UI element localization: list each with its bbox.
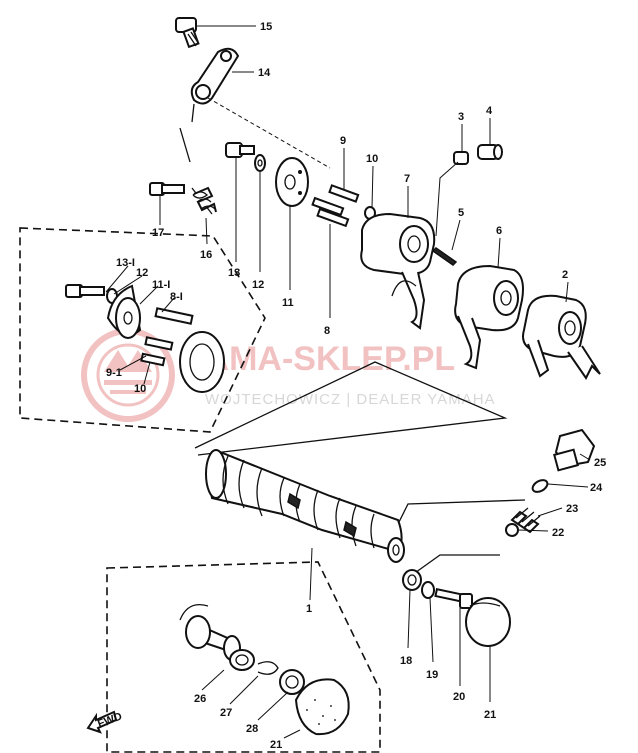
callout-26: 26 (194, 693, 206, 705)
callout-25: 25 (594, 457, 606, 469)
callout-1: 1 (306, 603, 312, 615)
callout-13: 13 (228, 267, 240, 279)
watermark-brand: YAMA-SKLEP.PL (185, 340, 455, 378)
part-21-cap (465, 597, 511, 647)
callout-10: 10 (366, 153, 378, 165)
part-24-gasket (531, 479, 549, 493)
part-6-shift-fork (454, 264, 524, 370)
part-1-shift-cam (205, 449, 405, 563)
part-11-segment-plate (275, 157, 309, 207)
leader-lines (105, 25, 591, 739)
part-4-cap (477, 144, 503, 160)
callout-20: 20 (453, 691, 465, 703)
callout-23: 23 (566, 503, 578, 515)
callout-13-1: 13-I (116, 257, 135, 269)
callout-21: 21 (484, 709, 496, 721)
callout-11-1: 11-I (152, 279, 170, 291)
callout-28: 28 (246, 723, 258, 735)
part-2-shift-fork (522, 294, 601, 380)
callout-7: 7 (404, 173, 410, 185)
assembly-frame-line (411, 554, 500, 576)
callout-12-1: 12 (136, 267, 148, 279)
callout-2: 2 (562, 269, 568, 281)
callout-10-1: 10 (134, 383, 146, 395)
watermark-tagline: WOJTECHOWICZ | DEALER YAMAHA (205, 391, 496, 408)
forward-label: FWD (96, 710, 124, 730)
subassembly-box-upper-left (19, 227, 266, 433)
assembly-frame-line (389, 499, 526, 541)
callout-8: 8 (324, 325, 330, 337)
callout-9: 9 (340, 135, 346, 147)
part-18-circlip (402, 569, 422, 591)
callout-9-1: 9-1 (106, 367, 122, 379)
callout-11: 11 (282, 297, 294, 309)
part-23-spring (510, 507, 541, 534)
part-15-bolt (175, 17, 200, 49)
part-12-washer (254, 154, 266, 172)
callout-16: 16 (200, 249, 212, 261)
callout-19: 19 (426, 669, 438, 681)
part-7-shift-fork (360, 212, 436, 330)
part-3-roller (453, 151, 469, 165)
watermark: YAMA-SKLEP.PL WOJTECHOWICZ | DEALER YAMA… (81, 328, 496, 422)
part-5-guide-pin (431, 247, 458, 266)
callout-18: 18 (400, 655, 412, 667)
callout-24: 24 (590, 482, 603, 494)
assembly-frame-line (194, 361, 508, 456)
callout-12: 12 (252, 279, 264, 291)
part-19-washer (421, 581, 435, 599)
subassembly-upper-left-parts (65, 284, 225, 393)
forward-arrow-icon (86, 710, 118, 734)
callout-21-lower: 21 (270, 739, 282, 751)
callout-27: 27 (220, 707, 232, 719)
callout-8-1: 8-I (170, 291, 183, 303)
part-22-ball (505, 523, 519, 537)
callout-14: 14 (258, 67, 271, 79)
part-25-plug-bolt (553, 428, 596, 472)
callout-15: 15 (260, 21, 272, 33)
part-9-pins (311, 184, 360, 228)
callout-17: 17 (152, 227, 164, 239)
callout-4: 4 (486, 105, 493, 117)
subassembly-lower-left-parts (179, 603, 350, 736)
part-13-screw (225, 142, 255, 158)
callout-6: 6 (496, 225, 502, 237)
part-16-spring (179, 127, 217, 215)
callout-22: 22 (552, 527, 564, 539)
part-17-bolt (149, 182, 185, 196)
part-20-bolt (434, 587, 473, 609)
callout-3: 3 (458, 111, 464, 123)
callout-5: 5 (458, 207, 464, 219)
part-14-stopper-lever (190, 47, 240, 123)
